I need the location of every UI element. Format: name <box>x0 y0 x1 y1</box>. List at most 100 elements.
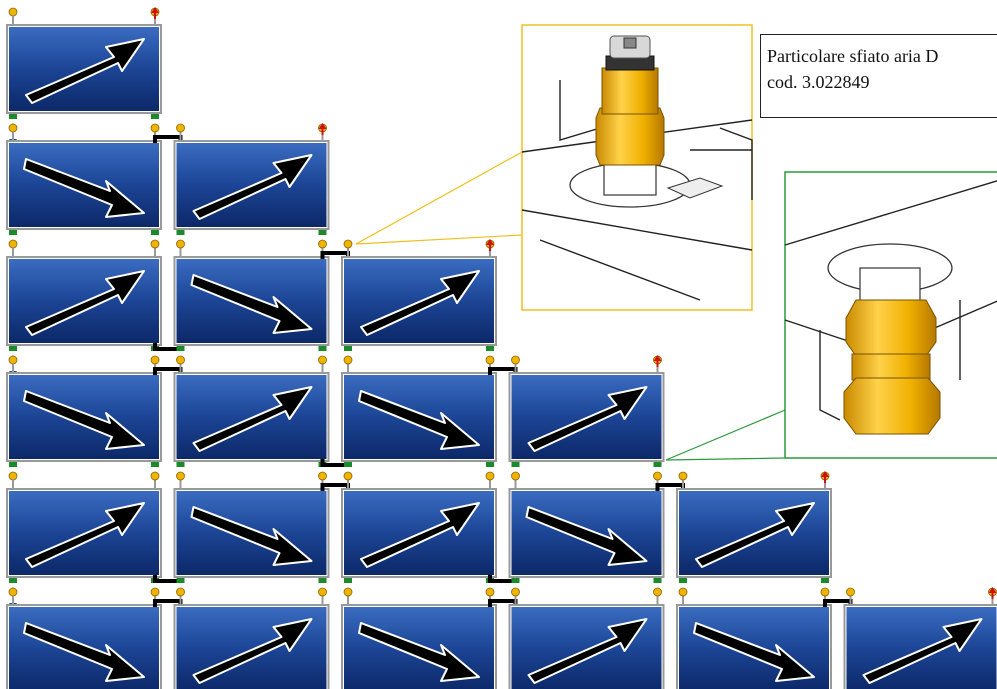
collector-panel <box>508 587 665 689</box>
drain-icon <box>318 578 327 583</box>
air-vent-icon <box>318 355 327 365</box>
drain-icon <box>679 578 687 583</box>
air-vent-icon <box>176 587 185 597</box>
arrow-icon <box>358 622 480 682</box>
air-vent-icon <box>653 587 662 597</box>
outlet-arrow-icon <box>988 587 997 599</box>
drain-icon <box>486 462 494 467</box>
collector-panel <box>173 355 350 467</box>
air-vent-icon <box>8 239 18 249</box>
air-vent-icon <box>678 471 688 481</box>
caption-title: Particolare sfiato aria D <box>767 46 939 66</box>
air-vent-icon <box>318 239 327 249</box>
collector-panel <box>173 471 350 583</box>
arrow-icon <box>190 274 313 334</box>
drain-icon <box>176 230 185 235</box>
drain-icon <box>653 578 662 583</box>
collector-panel <box>6 239 183 351</box>
collector-panel <box>6 587 183 689</box>
collector-panel <box>6 471 183 583</box>
drain-icon <box>9 346 17 351</box>
arrow-icon <box>192 154 313 220</box>
arrow-icon <box>695 502 815 568</box>
air-vent-icon <box>343 239 353 249</box>
air-vent-icon <box>8 587 18 597</box>
collector-panel <box>676 587 853 689</box>
air-vent-icon <box>653 471 662 481</box>
air-vent-icon <box>511 587 520 597</box>
collector-panel <box>6 123 183 235</box>
arrow-icon <box>190 506 313 566</box>
drain-icon <box>176 578 185 583</box>
air-vent-icon <box>8 123 18 133</box>
arrow-icon <box>192 386 313 452</box>
collector-panel <box>173 123 330 235</box>
outlet-arrow-icon <box>151 7 159 19</box>
arrow-icon <box>862 618 983 684</box>
air-vent-icon <box>846 587 855 597</box>
collector-panel <box>341 239 497 351</box>
air-vent-icon <box>343 587 353 597</box>
air-vent-icon <box>511 355 520 365</box>
air-vent-icon <box>176 471 185 481</box>
collector-panel <box>508 471 685 583</box>
drain-icon <box>176 346 185 351</box>
arrow-icon <box>693 622 815 682</box>
drain-icon <box>821 578 829 583</box>
air-vent-icon <box>485 471 495 481</box>
collector-panel <box>173 587 330 689</box>
air-vent-detail <box>355 24 753 311</box>
drain-icon <box>486 346 494 351</box>
arrow-icon <box>527 618 648 684</box>
arrow-icon <box>25 502 145 568</box>
arrow-icon <box>25 270 145 336</box>
outlet-arrow-icon <box>821 471 829 483</box>
collector-panel <box>173 239 350 351</box>
arrow-icon <box>23 390 145 450</box>
air-vent-icon <box>150 587 160 597</box>
arrow-icon <box>525 506 648 566</box>
air-vent-icon <box>150 123 160 133</box>
air-vent-icon <box>8 355 18 365</box>
drain-icon <box>653 462 662 467</box>
drain-icon <box>176 462 185 467</box>
air-vent-icon <box>150 239 160 249</box>
air-vent-icon <box>176 123 185 133</box>
air-vent-icon <box>485 355 495 365</box>
drain-icon <box>318 346 327 351</box>
collector-array <box>6 7 997 689</box>
air-vent-icon <box>485 587 495 597</box>
outlet-arrow-icon <box>653 355 662 367</box>
air-vent-icon <box>8 7 18 17</box>
arrow-icon <box>358 390 480 450</box>
air-vent-icon <box>343 355 353 365</box>
arrow-icon <box>527 386 648 452</box>
drain-valve-detail <box>665 171 997 461</box>
outlet-arrow-icon <box>486 239 494 251</box>
collector-panel <box>843 587 997 689</box>
drain-icon <box>344 462 352 467</box>
air-vent-icon <box>150 355 160 365</box>
collector-panel <box>676 471 832 583</box>
drain-icon <box>344 578 352 583</box>
drain-icon <box>511 578 520 583</box>
caption-code: cod. 3.022849 <box>767 72 870 92</box>
air-vent-icon <box>678 587 688 597</box>
arrow-icon <box>192 618 313 684</box>
drain-icon <box>151 462 159 467</box>
collector-panel <box>508 355 665 467</box>
drain-icon <box>9 578 17 583</box>
drain-icon <box>318 230 327 235</box>
air-vent-icon <box>318 471 327 481</box>
collector-panel <box>6 355 183 467</box>
detail-caption: Particolare sfiato aria D cod. 3.022849 <box>760 34 997 118</box>
arrow-icon <box>23 622 145 682</box>
air-vent-icon <box>176 239 185 249</box>
arrow-icon <box>360 270 480 336</box>
air-vent-icon <box>343 471 353 481</box>
air-vent-icon <box>820 587 830 597</box>
collector-panel <box>6 7 162 119</box>
air-vent-icon <box>150 471 160 481</box>
arrow-icon <box>360 502 480 568</box>
